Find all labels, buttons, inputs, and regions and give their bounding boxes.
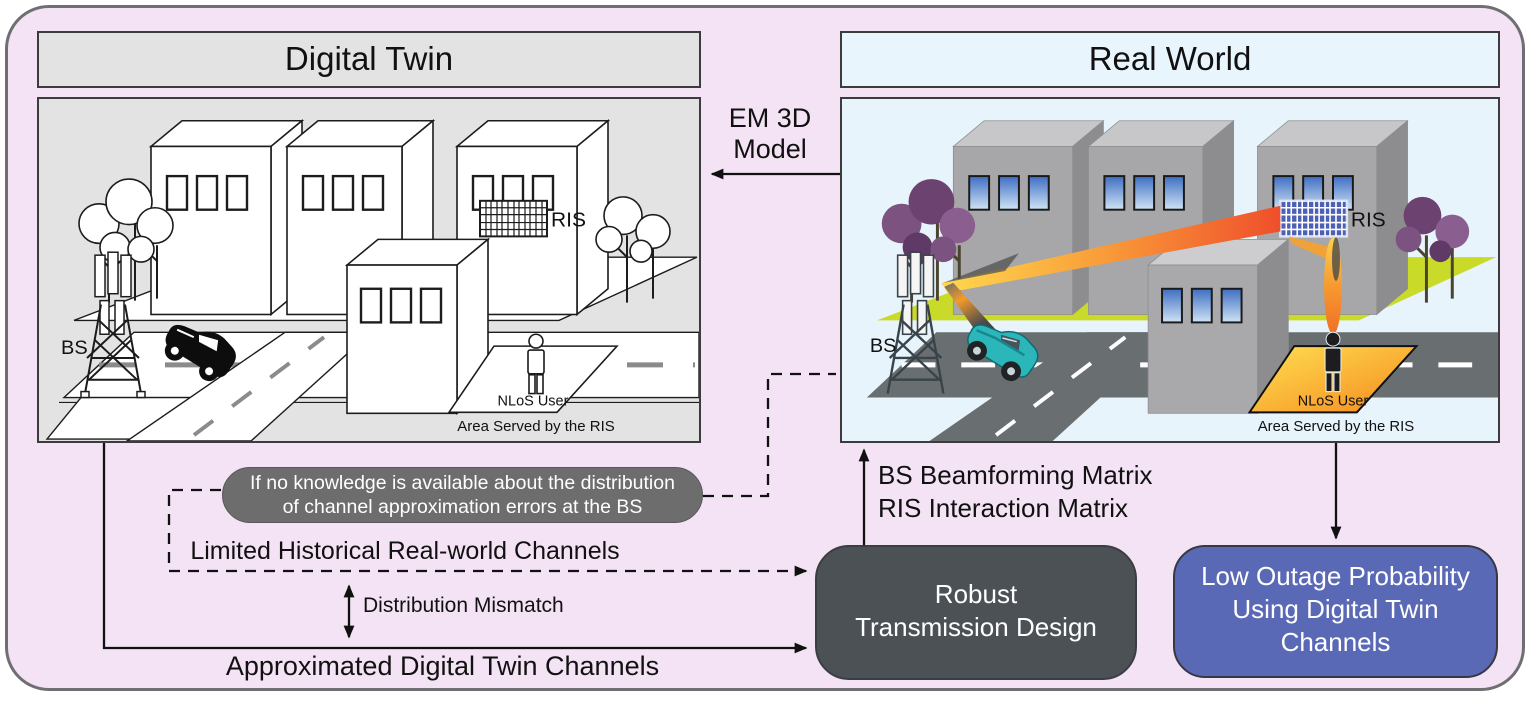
rw-nlos-user-label: NLoS User — [1298, 393, 1369, 409]
rw-windows — [968, 175, 1354, 211]
robust-transmission-box: Robust Transmission Design — [815, 545, 1137, 680]
rw-ris-label: RIS — [1351, 209, 1386, 232]
real-world-title-text: Real World — [1088, 40, 1252, 77]
rw-car-icon — [967, 324, 1039, 382]
matrices-label: BS Beamforming Matrix RIS Interaction Ma… — [878, 459, 1153, 525]
rw-area-label: Area Served by the RIS — [1258, 419, 1415, 435]
robust-line1: Robust — [934, 579, 1018, 609]
dt-bs-tower-icon — [80, 251, 146, 399]
dt-area-label: Area Served by the RIS — [457, 419, 615, 435]
dt-ris-panel: RIS — [479, 199, 586, 238]
rw-ris-panel: RIS — [1279, 199, 1386, 238]
rw-bs-label: BS — [870, 335, 897, 357]
dt-bs-label: BS — [61, 337, 88, 359]
dt-ris-label: RIS — [551, 209, 586, 232]
callout-line1: If no knowledge is available about the d… — [250, 472, 675, 494]
rw-beams — [941, 205, 1342, 351]
approximated-channels-label: Approximated Digital Twin Channels — [225, 651, 660, 681]
em-3d-model-label: EM 3D Model — [694, 103, 846, 165]
digital-twin-title-text: Digital Twin — [284, 40, 454, 77]
rw-person-icon — [1324, 331, 1342, 393]
dt-nlos-user-label: NLoS User — [498, 393, 569, 409]
dt-front-building — [344, 237, 491, 416]
low-outage-box: Low Outage Probability Using Digital Twi… — [1173, 545, 1498, 678]
digital-twin-scene: RIS — [45, 119, 699, 441]
callout-line2: of channel approximation errors at the B… — [282, 496, 643, 518]
em-3d-model-line2: Model — [733, 134, 807, 164]
digital-twin-scene-panel: RIS — [37, 97, 701, 443]
ris-interaction-label: RIS Interaction Matrix — [878, 493, 1128, 523]
distribution-mismatch-label: Distribution Mismatch — [363, 594, 564, 617]
rw-nlos-area — [1247, 345, 1419, 414]
outcome-line3: Channels — [1280, 627, 1391, 657]
limited-channels-label: Limited Historical Real-world Channels — [190, 537, 620, 565]
no-knowledge-callout: If no knowledge is available about the d… — [222, 467, 703, 523]
dt-person-icon — [527, 333, 545, 395]
real-world-scene-panel: RIS — [840, 97, 1500, 443]
dt-trees-right — [595, 196, 671, 303]
outcome-line2: Using Digital Twin — [1232, 594, 1439, 624]
outcome-line1: Low Outage Probability — [1201, 561, 1470, 591]
dt-car-icon — [164, 324, 236, 382]
digital-twin-title: Digital Twin — [37, 31, 701, 88]
rw-trees-right — [1395, 196, 1470, 303]
real-world-scene: RIS — [866, 119, 1498, 441]
bs-beamforming-label: BS Beamforming Matrix — [878, 460, 1153, 490]
em-3d-model-line1: EM 3D — [728, 103, 812, 133]
rw-bs-tower-icon — [886, 251, 945, 394]
dt-nlos-area: NLoS User Area Served by the RIS — [447, 333, 619, 435]
robust-line2: Transmission Design — [855, 612, 1097, 642]
real-world-title: Real World — [840, 31, 1500, 88]
